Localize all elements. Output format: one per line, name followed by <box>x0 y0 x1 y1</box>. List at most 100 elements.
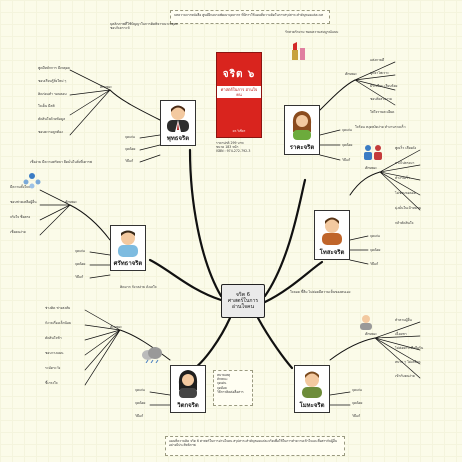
node-item: ชอบความถูกต้อง <box>38 130 63 134</box>
node-tosa[interactable]: โทสะจริต <box>314 210 350 260</box>
node-item: ใจเย็น มีสติ <box>38 104 55 108</box>
node-item: สบาย ๆ ไม่เครียด <box>395 360 421 364</box>
node-weakness: จุดด้อย <box>135 401 146 405</box>
node-item: ตัดสินใจช้า <box>45 336 62 340</box>
node-solution: วิธีแก้ <box>125 159 134 163</box>
man-brown-hair-avatar-icon <box>295 366 329 400</box>
node-item: แต่งกายดี <box>370 58 385 62</box>
node-heading: ลักษณะ <box>345 72 358 76</box>
node-solution: วิธีแก้ <box>75 275 84 279</box>
node-title: ศรัทธาจริต <box>113 260 143 267</box>
book-subtitle: ศาสตร์ในการ อ่านใจคน <box>217 86 261 98</box>
node-moha[interactable]: โมหะจริต <box>294 365 330 413</box>
header-note: บทความจากหนังสือ ศูนย์ฝึกอบรมพัฒนาบุคลาก… <box>170 10 330 24</box>
node-item: คิดก่อนทำ รอบคอบ <box>38 92 67 96</box>
legend-title: หมายเหตุ <box>217 373 231 377</box>
man-avatar-icon <box>315 211 349 247</box>
node-item: พูดมีหลักการ มีเหตุผล <box>38 66 70 70</box>
node-solution: วิธีแก้ <box>342 158 351 162</box>
header-note-text: บทความจากหนังสือ ศูนย์ฝึกอบรมพัฒนาบุคลาก… <box>174 13 324 17</box>
node-item: มุ่งมั่นในเป้าหมาย <box>395 206 421 210</box>
node-solution: วิธีแก้ <box>352 414 361 418</box>
central-topic-line-3: อ่านใจคน <box>231 304 255 311</box>
bottom-note: แผนที่ความคิด จริต 6 ศาสตร์ในการอ่านใจคน… <box>165 436 345 456</box>
node-strength: จุดเด่น <box>135 388 145 392</box>
cloud-icon <box>140 345 164 367</box>
book-pages: ขนาด 183 หน้า <box>216 145 239 150</box>
woman-avatar-icon <box>285 106 319 142</box>
node-item: ทำตามผู้อื่น <box>395 318 412 322</box>
node-weakness: จุดด้อย <box>370 248 381 252</box>
sleeping-person-icon <box>356 312 376 336</box>
node-item: ทำงานเร็ว <box>395 176 410 180</box>
node-intro: ใจร้อน หงุดหงิดง่าย ทำงานรวดเร็ว <box>355 125 406 129</box>
node-heading: ลักษณะ <box>100 85 113 89</box>
legend-item: จุดด้อย <box>217 385 227 390</box>
book-price: ราคาปกติ 299 บาท <box>216 141 244 145</box>
node-heading: ลักษณะ <box>365 166 378 170</box>
node-item: ชอบวางแผน <box>45 351 64 355</box>
node-phuttha[interactable]: พุทธจริต <box>160 100 196 146</box>
node-solution: วิธีแก้ <box>370 262 379 266</box>
node-sattha[interactable]: ศรัทธาจริต <box>110 225 146 271</box>
people-network-icon <box>22 170 42 194</box>
node-item: พูดจาไพเราะ <box>370 71 389 75</box>
central-topic-line-2: ศาสตร์ในการ <box>227 297 259 304</box>
node-weakness: จุดด้อย <box>352 401 363 405</box>
node-item: เชื่อคนง่าย <box>10 230 26 234</box>
node-item: ใส่ใจรายละเอียด <box>370 110 395 114</box>
node-item: ระมัดระวัง <box>45 366 61 370</box>
book-isbn: ISBN : 974-272-792-3 <box>216 149 251 154</box>
legend-item: จุดเด่น <box>217 381 227 386</box>
node-intro: เชื่อง่าย มีความศรัทธา ยึดมั่นในสิ่งที่เ… <box>30 160 92 164</box>
node-intro: คิดมาก กังวลง่าย ลังเลใจ <box>120 285 157 289</box>
node-item: มีระเบียบ เรียบร้อย <box>370 84 398 88</box>
central-topic[interactable]: จริต 6 ศาสตร์ในการ อ่านใจคน <box>221 284 265 318</box>
node-weakness: จุดด้อย <box>342 143 353 147</box>
node-item: ชอบสิ่งสวยงาม <box>370 97 392 101</box>
node-strength: จุดเด่น <box>342 128 352 132</box>
node-item: กล้าตัดสินใจ <box>395 221 414 225</box>
node-title: พุทธจริต <box>166 135 190 142</box>
node-title: วิตกจริต <box>177 402 199 409</box>
node-item: เฉื่อยชา <box>395 332 407 336</box>
node-item: กังวลเรื่องเล็กน้อย <box>45 321 71 325</box>
node-item: เข้ากับคนง่าย <box>395 374 415 378</box>
node-item: ตรงไปตรงมา <box>395 161 415 165</box>
node-heading: ลักษณะ <box>110 325 123 329</box>
node-title: ราคะจริต <box>289 144 315 151</box>
node-heading: ลักษณะ <box>365 332 378 336</box>
node-item: ไม่ค่อยกระตือรือร้น <box>395 346 424 350</box>
legend-item: ลักษณะ <box>217 377 228 382</box>
node-vitok[interactable]: วิตกจริต <box>170 365 206 413</box>
node-item: พูดเร็ว เสียงดัง <box>395 146 417 150</box>
node-item: ตัดสินใจด้วยข้อมูล <box>38 117 66 121</box>
node-weakness: จุดด้อย <box>75 262 86 266</box>
book-title: จริต ๖ <box>222 69 256 80</box>
bottom-note-text: แผนที่ความคิด จริต 6 ศาสตร์ในการอ่านใจคน… <box>169 439 337 448</box>
node-item: ชอบเรียนรู้สิ่งใหม่ ๆ <box>38 79 67 83</box>
node-item: มีความตั้งใจจริง <box>10 185 34 189</box>
node-weakness: จุดด้อย <box>125 147 136 151</box>
node-title: โมหะจริต <box>299 402 325 409</box>
student-avatar-icon <box>111 226 145 258</box>
node-item: ขี้เกรงใจ <box>45 381 58 385</box>
node-strength: จุดเด่น <box>352 388 362 392</box>
node-title: โทสะจริต <box>319 249 345 256</box>
team-icon <box>362 140 384 166</box>
legend-item: วิธีการติดต่อสื่อสาร <box>217 389 244 394</box>
node-strength: จุดเด่น <box>370 234 380 238</box>
node-item: ช่างคิด ช่างสงสัย <box>45 306 71 310</box>
node-strength: จุดเด่น <box>125 135 135 139</box>
central-topic-line-1: จริต 6 <box>235 291 251 298</box>
node-solution: วิธีแก้ <box>135 414 144 418</box>
node-intro: ใจลอย ขี้ลืม ไม่ค่อยมีความเห็นของตนเอง <box>290 290 351 294</box>
book-footer: ดร.วิเชียร <box>232 129 246 133</box>
node-heading: ลักษณะ <box>65 200 78 204</box>
lipstick-icon <box>288 40 310 66</box>
node-item: จริงใจ ซื่อตรง <box>10 215 31 219</box>
legend-note: หมายเหตุ ลักษณะ จุดเด่น จุดด้อย วิธีการต… <box>213 370 253 406</box>
node-raka[interactable]: ราคะจริต <box>284 105 320 155</box>
node-item: ไม่ชอบรอคอย <box>395 191 416 195</box>
